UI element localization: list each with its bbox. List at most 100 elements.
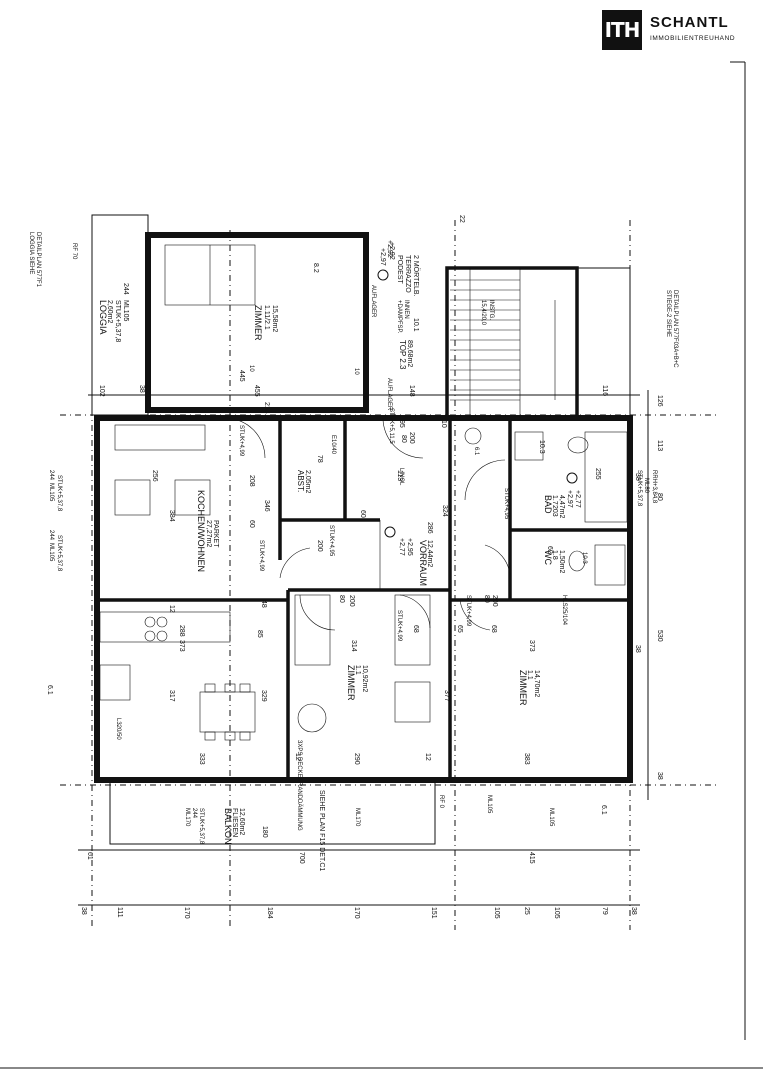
dim-bal-415: 415 [528, 852, 535, 864]
dim-in-12b: 12 [294, 753, 301, 761]
dim-in-329: 329 [260, 690, 267, 702]
dim-in-200a: 200 [348, 595, 355, 607]
stiege-siehe: STIEGE-2 SIEHE [665, 290, 671, 337]
stuk-499a: STUK+4,99 [238, 425, 244, 457]
dim-in-290: 290 [353, 753, 360, 765]
inst-num: 15,4/20,0 [480, 300, 486, 326]
left-num2: 244 [48, 530, 54, 541]
brand-mark: ITH [602, 10, 642, 50]
podest-l2: +2,92 [388, 242, 395, 260]
dim-bot-2: 170 [183, 907, 190, 919]
zimmer-right-name: ZIMMER [518, 670, 528, 706]
dim-in-377a: 377 [443, 690, 450, 702]
dim-in-314: 314 [350, 640, 357, 652]
auflager-top: AUFLAGER [370, 285, 376, 318]
zimmer-mid-name: ZIMMER [346, 665, 356, 701]
stuk-right: STUK+5,37,8 [636, 470, 642, 507]
zimmer-right-area: 14,70m2 [533, 670, 540, 697]
wc-area: 1,50m2 [558, 550, 565, 573]
linol-note: LINOL [398, 468, 404, 486]
balkon-outline [109, 781, 436, 845]
dim-top-148: 148 [408, 385, 415, 397]
dim-in-373b: 373 [528, 640, 535, 652]
dim-bot-3: 184 [266, 907, 273, 919]
stair-treads [450, 268, 556, 418]
dim-bal-700: 700 [298, 852, 305, 864]
stair-landing [576, 267, 631, 419]
dim-bot-10: 38 [630, 907, 637, 915]
brand-tagline: IMMOBILIENTREUHAND [650, 35, 736, 42]
left-stuk1: STUK+5,37,8 [56, 475, 62, 512]
dim-in-346: 346 [263, 500, 270, 512]
win-ml4: ML105 [548, 808, 554, 827]
dim-in-113: 113 [396, 470, 403, 481]
dim-in-180: 180 [261, 826, 268, 838]
zimmer-mid-area: 10,92m2 [361, 665, 368, 692]
dim-in-38b: 38 [634, 473, 641, 481]
loggia-name: LOGGIA [98, 300, 108, 335]
tag-101: 10.1 [412, 318, 419, 332]
balkon-name: BALKON [223, 808, 233, 845]
kochen-floor: PARKET [212, 520, 219, 548]
innen-note: INNEN [403, 300, 409, 319]
e1040-note: E10/40 [330, 435, 336, 455]
dim-bot-1: 111 [116, 907, 123, 918]
dim-in-317: 317 [168, 690, 175, 702]
dim-bot-4: 170 [353, 907, 360, 919]
dim-in-256: 256 [151, 470, 158, 482]
dim-in-12a: 12 [168, 605, 175, 613]
room-labels: ZIMMER 1.11/2.1 15,58m2 LOGGIA 2,60m2 ST… [28, 215, 678, 919]
dim-bot-9: 79 [601, 907, 608, 915]
level-symbol-podest [377, 269, 389, 281]
vorraum-name: VORRAUM [418, 540, 428, 586]
podest-l3: TERRAZZO [404, 255, 411, 293]
podest-l1: PODEST [396, 255, 403, 285]
deckenrand-note: 3XPS DECKENRANDDÄMMUNG [296, 740, 303, 831]
level-295: +2,95 [406, 538, 413, 556]
tag-61a: 6.1 [46, 685, 53, 695]
bad-name: BAD [543, 495, 553, 514]
loggia-plan: DETAILPLAN 577F1 [35, 232, 41, 288]
siehe-plan: SIEHE PLAN F15 DET.C1 [318, 790, 325, 871]
dim-in-85: 85 [256, 630, 263, 638]
zimmer-mid-num: 1.1 [354, 665, 361, 675]
dim-in-324: 324 [441, 505, 448, 517]
dim-in-78: 78 [316, 455, 323, 463]
zimmer-top-area: 15,58m2 [271, 305, 278, 332]
stuk-499c: STUK+4,99 [396, 610, 402, 642]
win-ml2: ML170 [354, 808, 360, 827]
balkon-area: 12,60m2 [238, 808, 245, 835]
level-symbol-bad [566, 472, 578, 484]
dim-in-68a: 68 [412, 625, 419, 633]
rf-70: RF 70 [71, 243, 77, 260]
dim-in-255: 255 [594, 468, 601, 480]
dim-in-10: 10 [440, 420, 447, 428]
level-292: +2,92 [386, 240, 393, 258]
dim-bot-6: 105 [493, 907, 500, 919]
dim-in-288: 288 [178, 625, 185, 637]
tag-103b: 10.3 [581, 552, 587, 564]
level-297: +2,97 [379, 248, 386, 266]
level-277: +2,77 [398, 538, 405, 556]
dim-top-22: 22 [458, 215, 465, 223]
stiege-plan: DETAILPLAN 577F03A+B+C [672, 290, 678, 368]
dim-top-38: 38 [138, 385, 145, 393]
furniture [99, 244, 628, 741]
brand-name: SCHANTL [650, 14, 729, 31]
abst-name: ABST. [296, 470, 305, 492]
win-stuk: STUK+5,37,8 [198, 808, 204, 845]
level-297b: +2,97 [566, 490, 573, 508]
win-num: 244 [191, 808, 197, 819]
top-area: 89,68m2 [406, 340, 413, 367]
top-name: TOP 2.3 [398, 340, 407, 370]
dim-in-48: 48 [260, 600, 267, 608]
stuk-499b: STUK+4,99 [258, 540, 264, 572]
dim-top-102: 102 [98, 385, 105, 397]
left-ml1: ML105 [48, 483, 54, 502]
tag-61b: 6.1 [600, 805, 607, 815]
dim-right-38: 38 [656, 772, 663, 780]
loggia-siehe: LOGGIA SIEHE [28, 232, 34, 274]
dim-top-116: 116 [601, 385, 608, 396]
wc-name: WC [543, 550, 553, 565]
